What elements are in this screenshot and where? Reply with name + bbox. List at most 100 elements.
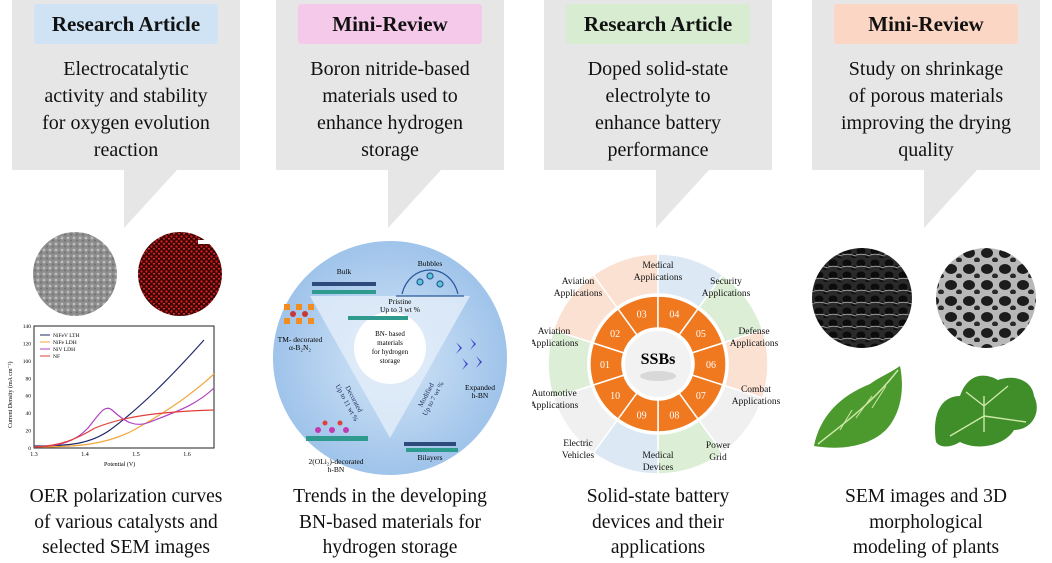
- bn-oli-sketch: [306, 420, 368, 441]
- bn-materials-diagram: BN- based materials for hydrogen storage…: [273, 241, 507, 475]
- article-type-tag: Mini-Review: [298, 4, 482, 44]
- oer-y-tick-label: 20: [26, 429, 32, 435]
- svg-text:Electric: Electric: [563, 439, 593, 449]
- svg-text:h-BN: h-BN: [328, 465, 345, 474]
- ssb-segment-number: 07: [696, 391, 706, 402]
- callout-box: Mini-Review Study on shrinkage of porous…: [812, 0, 1040, 230]
- sem-porous-image-2: [936, 248, 1036, 348]
- ssb-outer-segment: [552, 273, 618, 344]
- svg-text:Vehicles: Vehicles: [562, 451, 594, 461]
- bn-center-label: BN- based materials for hydrogen storage: [372, 330, 409, 365]
- svg-text:Power: Power: [706, 441, 731, 451]
- callout-shape: [812, 0, 1040, 228]
- bn-expanded-sketch: [456, 338, 482, 370]
- svg-text:Applications: Applications: [532, 339, 579, 349]
- article-description: Electrocatalytic activity and stability …: [42, 58, 210, 161]
- sem-images: [33, 232, 222, 316]
- figure-caption: Solid-state battery devices and their ap…: [586, 486, 730, 558]
- ssb-segment-number: 04: [669, 310, 679, 321]
- column-review-bn: Mini-Review Boron nitride-based material…: [264, 0, 516, 563]
- svg-text:Applications: Applications: [702, 289, 751, 299]
- oer-ylabel: Current Density (mA cm⁻²): [7, 362, 14, 428]
- svg-text:Defense: Defense: [738, 326, 769, 337]
- oer-x-tick-label: 1.5: [132, 452, 140, 458]
- callout-shape: [544, 0, 772, 228]
- svg-text:Aviation: Aviation: [562, 277, 595, 287]
- svg-text:α-B₂N₂: α-B₂N₂: [289, 343, 311, 352]
- oer-y-tick-label: 80: [26, 376, 32, 382]
- oer-y-tick-label: 140: [23, 324, 32, 330]
- svg-text:materials: materials: [377, 339, 403, 347]
- svg-text:Devices: Devices: [643, 463, 674, 473]
- callout-shape: [276, 0, 504, 228]
- figure-caption: SEM images and 3D morphological modeling…: [845, 486, 1007, 558]
- callout-shape: [12, 0, 240, 228]
- ssb-segment-number: 01: [600, 360, 610, 371]
- series-nifev-lth: [33, 339, 205, 447]
- oer-x-tick-label: 1.3: [30, 452, 38, 458]
- bn-tm-sketch: [284, 304, 314, 324]
- ssb-battery-image: [640, 371, 676, 381]
- svg-text:Applications: Applications: [732, 397, 781, 407]
- bn-bilayers-sketch: [404, 442, 458, 452]
- bn-bulk-label: Bulk: [337, 267, 352, 276]
- bn-bulk-sketch: [312, 282, 376, 294]
- svg-text:Up to 3 wt %: Up to 3 wt %: [380, 305, 420, 314]
- svg-text:for hydrogen: for hydrogen: [372, 348, 409, 356]
- article-type-tag: Research Article: [566, 4, 750, 44]
- ssb-inner-segment: [592, 307, 638, 354]
- svg-text:NF: NF: [53, 354, 60, 360]
- series-nife-ldh: [33, 373, 215, 448]
- ssb-segment-number: 05: [696, 329, 706, 340]
- svg-text:Expanded: Expanded: [465, 383, 495, 392]
- bn-pristine-sketch: [348, 316, 408, 320]
- svg-text:NiV LDH: NiV LDH: [53, 347, 75, 353]
- bn-center-circle: [354, 312, 426, 384]
- ssb-segment-number: 08: [669, 410, 679, 421]
- svg-text:NiFe LDH: NiFe LDH: [53, 340, 77, 346]
- leaf-model-1: [814, 366, 902, 448]
- oer-x-tick-label: 1.4: [81, 452, 89, 458]
- svg-text:Applications: Applications: [532, 401, 579, 411]
- article-description: Study on shrinkage of porous materials i…: [841, 58, 1011, 161]
- svg-text:Applications: Applications: [730, 339, 779, 349]
- sem-gray-image: [33, 232, 117, 316]
- ssb-center-circle: [623, 329, 693, 399]
- svg-text:BN- based: BN- based: [375, 330, 405, 338]
- column-research-oer: Research Article Electrocatalytic activi…: [0, 0, 252, 563]
- svg-text:Pristine: Pristine: [389, 297, 413, 306]
- ssb-center-label: SSBs: [641, 351, 676, 368]
- ssb-segment-number: 10: [610, 391, 620, 402]
- ssb-segment-number: 09: [637, 410, 647, 421]
- oer-y-tick-label: 60: [26, 394, 32, 400]
- oer-legend: NiFeV LTH NiFe LDH NiV LDH NF: [40, 333, 79, 360]
- svg-text:Automotive: Automotive: [532, 389, 577, 399]
- article-description: Doped solid-state electrolyte to enhance…: [587, 58, 729, 161]
- svg-text:TM- decorated: TM- decorated: [278, 335, 323, 344]
- ssb-segment-number: 06: [706, 360, 716, 371]
- ssb-inner-ring: [589, 295, 727, 433]
- sem-porous-image-1: [812, 248, 912, 348]
- oer-x-tick-label: 1.6: [183, 452, 191, 458]
- ssb-segment-number: 02: [610, 329, 620, 340]
- ssb-outer-ring: [547, 253, 769, 475]
- leaf-model-2: [935, 375, 1037, 447]
- svg-text:2(OLi₂)-decorated: 2(OLi₂)-decorated: [308, 457, 363, 466]
- svg-text:Grid: Grid: [709, 453, 727, 463]
- svg-text:Security: Security: [710, 277, 742, 287]
- svg-text:NiFeV LTH: NiFeV LTH: [53, 333, 79, 339]
- callout-box: Research Article Electrocatalytic activi…: [12, 0, 240, 230]
- svg-text:Medical: Medical: [642, 451, 673, 461]
- oer-y-tick-label: 0: [28, 446, 31, 452]
- article-description: Boron nitride-based materials used to en…: [310, 58, 470, 161]
- svg-text:Aviation: Aviation: [538, 327, 571, 337]
- oer-xlabel: Potential (V): [104, 461, 135, 468]
- column-research-ssb: Research Article Doped solid-state elect…: [532, 0, 784, 563]
- svg-text:Combat: Combat: [741, 385, 771, 395]
- sem-red-image: [138, 232, 222, 316]
- svg-text:h-BN: h-BN: [472, 391, 489, 400]
- porous-plant-images: [812, 248, 1037, 448]
- svg-text:Applications: Applications: [554, 289, 603, 299]
